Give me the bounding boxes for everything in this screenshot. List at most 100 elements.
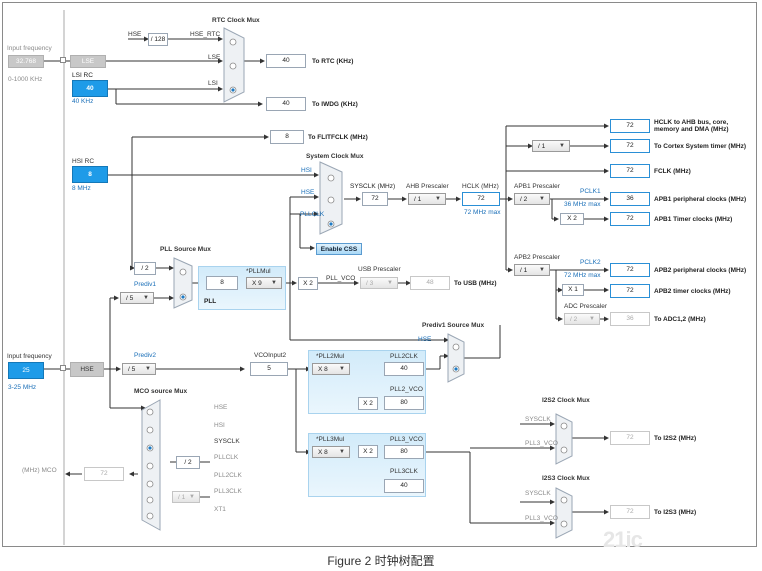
prediv2-label: Prediv2 — [134, 352, 157, 359]
prediv2-select[interactable]: / 5▼ — [122, 363, 156, 375]
fclk-value[interactable]: 72 — [610, 164, 650, 178]
pll2mul-label: *PLL2Mul — [316, 353, 345, 360]
diagram-frame — [2, 2, 757, 547]
pll-vco-label: PLL_VCO — [326, 275, 356, 282]
ahb-prescaler-select[interactable]: / 1▼ — [408, 193, 446, 205]
pclk1-label: PCLK1 — [580, 188, 601, 195]
lsi-rc-box: 40 — [72, 80, 108, 97]
pll-vco-multiplier: X 2 — [298, 277, 318, 290]
hclk-label: HCLK (MHz) — [462, 183, 499, 190]
pll2mul-select[interactable]: X 8▼ — [312, 363, 350, 375]
apb2-prescaler-select[interactable]: / 1▼ — [514, 264, 550, 276]
usb-dest: To USB (MHz) — [454, 280, 497, 287]
apb1-periph-value[interactable]: 36 — [610, 192, 650, 206]
pclk2-label: PCLK2 — [580, 259, 601, 266]
mco-input-sysclk: SYSCLK — [214, 438, 240, 445]
pll2clk-value: 40 — [384, 362, 424, 376]
adc-value: 36 — [610, 312, 650, 326]
hse-freq-input[interactable]: 25 — [8, 362, 44, 379]
mco-div1-select[interactable]: / 1▼ — [172, 491, 200, 503]
mco-input-hsi: HSI — [214, 422, 225, 429]
apb1-timer-multiplier: X 2 — [560, 213, 584, 225]
chevron-down-icon: ▼ — [143, 295, 149, 301]
hse-range-label: 3-25 MHz — [8, 384, 37, 391]
watermark-logo: 21ic — [603, 527, 643, 552]
sysmux-hsi-label: HSI — [301, 167, 312, 174]
lse-freq-input[interactable]: 32.768 — [8, 55, 44, 68]
chevron-down-icon: ▼ — [339, 366, 345, 372]
rtc-hse-label: HSE — [128, 31, 142, 38]
adc-prescaler-label: ADC Prescaler — [564, 303, 607, 310]
mco-div2-box: / 2 — [176, 456, 200, 469]
pll3-vco-label: PLL3_VCO — [390, 436, 423, 443]
ahb-clock-value[interactable]: 72 — [610, 119, 650, 133]
pll3-vco-value: 80 — [384, 445, 424, 459]
hsi-rc-box: 8 — [72, 166, 108, 183]
hse-osc-box: HSE — [70, 362, 104, 377]
pll2-vco-value: 80 — [384, 396, 424, 410]
apb2-timer-dest: APB2 timer clocks (MHz) — [654, 288, 731, 295]
pll3clk-label: PLL3CLK — [390, 468, 418, 475]
ahb-prescaler-label: AHB Prescaler — [406, 183, 449, 190]
rtc-lse-label: LSE — [208, 54, 221, 61]
fclk-dest: FCLK (MHz) — [654, 168, 691, 175]
pll3mul-select[interactable]: X 8▼ — [312, 446, 350, 458]
pll3clk-value: 40 — [384, 479, 424, 493]
apb2-timer-value[interactable]: 72 — [610, 284, 650, 298]
pll2-vco-label: PLL2_VCO — [390, 386, 423, 393]
usb-value: 48 — [410, 276, 450, 290]
sysmux-pllclk-label: PLLCLK — [300, 211, 325, 218]
iwdg-value-box: 40 — [266, 97, 306, 111]
chevron-down-icon: ▼ — [189, 494, 195, 500]
systick-prescaler-select[interactable]: / 1▼ — [532, 140, 570, 152]
hclk-value-box[interactable]: 72 — [462, 192, 500, 206]
lse-input-freq-label: Input frequency — [7, 45, 52, 52]
ahb-clock-dest: HCLK to AHB bus, core, memory and DMA (M… — [654, 119, 729, 133]
mco-input-pll2clk: PLL2CLK — [214, 472, 242, 479]
i2s2-sysclk-label: SYSCLK — [525, 416, 551, 423]
chevron-down-icon: ▼ — [387, 280, 393, 286]
pll2-x2-box: X 2 — [358, 397, 378, 410]
pclk1-max-label: 36 MHz max — [564, 201, 601, 208]
rtc-dest-label: To RTC (KHz) — [312, 58, 354, 65]
vcoinput2-label: VCOInput2 — [254, 352, 287, 359]
apb2-periph-dest: APB2 peripheral clocks (MHz) — [654, 267, 747, 274]
i2s3-sysclk-label: SYSCLK — [525, 490, 551, 497]
mco-value: 72 — [84, 467, 124, 481]
adc-dest: To ADC1,2 (MHz) — [654, 316, 706, 323]
rtc-lsi-label: LSI — [208, 80, 218, 87]
i2s3-value: 72 — [610, 505, 650, 519]
hse-connector-icon — [60, 365, 66, 371]
apb1-prescaler-select[interactable]: / 2▼ — [514, 193, 550, 205]
chevron-down-icon: ▼ — [435, 196, 441, 202]
apb1-timer-value[interactable]: 72 — [610, 212, 650, 226]
systick-value[interactable]: 72 — [610, 139, 650, 153]
pll-hsi-div2-box: / 2 — [134, 262, 156, 275]
chevron-down-icon: ▼ — [271, 280, 277, 286]
systick-dest: To Cortex System timer (MHz) — [654, 143, 746, 150]
i2s3-vco-label: PLL3_VCO — [525, 515, 558, 522]
sysmux-hse-label: HSE — [301, 189, 315, 196]
mco-input-pll3clk: PLL3CLK — [214, 488, 242, 495]
usb-prescaler-select[interactable]: / 3▼ — [360, 277, 398, 289]
pll3mul-label: *PLL3Mul — [316, 436, 345, 443]
adc-prescaler-select[interactable]: / 2▼ — [564, 313, 600, 325]
iwdg-dest-label: To IWDG (KHz) — [312, 101, 358, 108]
mco-input-pllclk: PLLCLK — [214, 454, 239, 461]
pll-input-value: 8 — [206, 276, 238, 290]
mco-input-xt1: XT1 — [214, 506, 226, 513]
apb2-prescaler-label: APB2 Prescaler — [514, 254, 560, 261]
apb2-periph-value[interactable]: 72 — [610, 263, 650, 277]
flitf-value-box: 8 — [270, 130, 304, 144]
flitf-dest-label: To FLITFCLK (MHz) — [308, 134, 368, 141]
prediv1-select[interactable]: / 5▼ — [120, 292, 154, 304]
enable-css-button[interactable]: Enable CSS — [316, 243, 362, 255]
chevron-down-icon: ▼ — [539, 267, 545, 273]
pll3-x2-box: X 2 — [358, 445, 378, 458]
hse-input-freq-label: Input frequency — [7, 353, 52, 360]
pllmul-select[interactable]: X 9▼ — [246, 277, 282, 289]
chevron-down-icon: ▼ — [339, 449, 345, 455]
hsi-rc-label: HSI RC — [72, 158, 95, 165]
pll2clk-label: PLL2CLK — [390, 353, 418, 360]
